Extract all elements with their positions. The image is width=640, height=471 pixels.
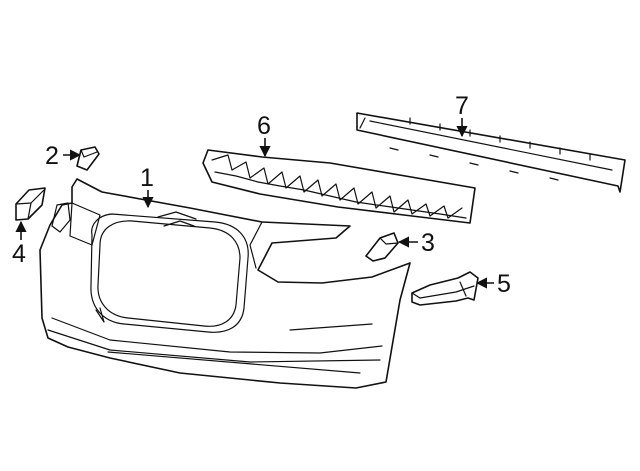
callout-3: 3 [421,229,435,257]
part-2-clip [76,146,100,171]
callout-6: 6 [257,112,271,140]
callout-7: 7 [455,92,469,120]
part-6-energy-absorber [202,149,476,224]
part-5-bracket [411,271,479,306]
part-3-bracket [365,232,399,262]
callout-5: 5 [497,270,511,298]
callout-2: 2 [45,142,59,170]
part-7-reinforcement-beam [356,112,626,193]
callout-1: 1 [140,164,154,192]
callout-4: 4 [12,240,26,268]
part-1-bumper-fascia [39,178,411,389]
part-4-bracket [15,187,46,221]
